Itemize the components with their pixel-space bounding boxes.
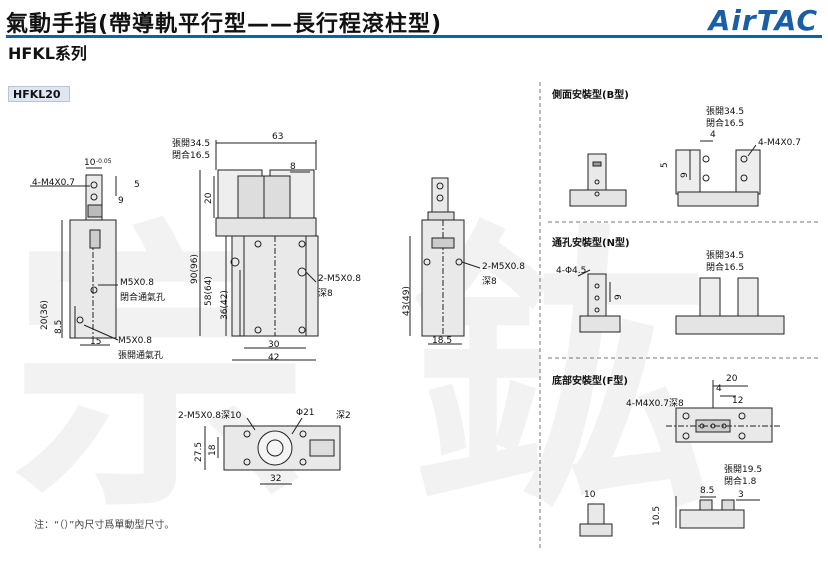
b-thread: 4-M4X0.7 <box>758 138 801 148</box>
f-type-view <box>579 380 782 537</box>
airtac-logo: AirTAC <box>708 4 818 37</box>
f-dim-4: 4 <box>716 384 722 394</box>
footnote: 注：“（）”內尺寸爲單動型尺寸。 <box>34 520 175 531</box>
section-f-type: 底部安裝型(F型) <box>552 376 628 387</box>
f-dim-8-5: 8.5 <box>700 486 715 496</box>
series-title: HFKL系列 <box>8 44 87 63</box>
n-dim-9: 9 <box>614 294 624 300</box>
side-dim-43: 43(49) <box>402 286 412 316</box>
main-dim-20: 20 <box>204 192 214 204</box>
front-port-open-label: 張開通氣孔 <box>118 351 164 361</box>
front-dim-8-5: 8.5 <box>54 319 64 334</box>
main-dim-30: 30 <box>268 340 280 350</box>
side-dim-18-5: 18.5 <box>432 336 453 346</box>
n-open: 張開34.5 <box>706 251 745 261</box>
front-port-open: M5X0.8 <box>118 336 152 346</box>
model-badge: HFKL20 <box>8 86 70 102</box>
front-dim-5: 5 <box>134 180 140 190</box>
main-depth: 深8 <box>318 289 333 299</box>
main-dim-90: 90(96) <box>190 254 200 284</box>
b-dim-5: 5 <box>660 162 670 168</box>
main-dim-58: 58(64) <box>204 276 214 306</box>
main-view <box>199 140 319 361</box>
main-dim-63: 63 <box>272 132 284 142</box>
n-close: 閉合16.5 <box>706 263 745 273</box>
front-thread-label: 4-M4X0.7 <box>32 178 75 188</box>
side-ports: 2-M5X0.8 <box>482 262 525 272</box>
n-type-view <box>577 269 785 335</box>
f-close: 閉合1.8 <box>724 477 757 487</box>
technical-drawing <box>30 82 820 548</box>
b-type-view <box>569 140 761 207</box>
main-ports: 2-M5X0.8 <box>318 274 361 284</box>
front-dim-9: 9 <box>118 196 124 206</box>
f-dim-3: 3 <box>738 490 744 500</box>
main-dim-8: 8 <box>290 162 296 172</box>
front-dim-10: 10 <box>84 158 96 168</box>
bottom-view <box>204 417 341 485</box>
side-view <box>409 177 481 345</box>
front-view <box>30 167 119 346</box>
bottom-dim-18: 18 <box>208 444 218 456</box>
side-depth: 深8 <box>482 277 497 287</box>
f-dim-10: 10 <box>584 490 596 500</box>
b-dim-9: 9 <box>680 172 690 178</box>
front-port-close-label: 閉合通氣孔 <box>120 293 166 303</box>
f-dim-12: 12 <box>732 396 744 406</box>
bottom-bore-depth: 深2 <box>336 411 351 421</box>
bottom-ports: 2-M5X0.8深10 <box>178 411 242 421</box>
section-n-type: 通孔安裝型(N型) <box>552 238 630 249</box>
main-close-label: 閉合16.5 <box>172 151 211 161</box>
front-port-close: M5X0.8 <box>120 278 154 288</box>
bottom-bore: Φ21 <box>296 408 315 418</box>
f-dim-10-5: 10.5 <box>652 505 662 526</box>
page-title: 氣動手指(帶導軌平行型——長行程滾柱型) <box>6 12 443 37</box>
bottom-dim-27-5: 27.5 <box>194 441 204 462</box>
b-dim-4: 4 <box>710 130 716 140</box>
catalog-page: { "header": { "title": "氣動手指(帶導軌平行型——長行程… <box>6 4 822 548</box>
main-open-label: 張開34.5 <box>172 139 211 149</box>
b-open: 張開34.5 <box>706 107 745 117</box>
b-close: 閉合16.5 <box>706 119 745 129</box>
front-dim-20-36: 20(36) <box>40 300 50 330</box>
header-rule <box>6 35 822 38</box>
front-dim-10-tol: -0.05 <box>96 158 112 165</box>
bottom-dim-32: 32 <box>270 474 282 484</box>
front-dim-15: 15 <box>90 337 102 347</box>
f-dim-20: 20 <box>726 374 738 384</box>
section-b-type: 側面安裝型(B型) <box>552 90 629 101</box>
f-thread: 4-M4X0.7深8 <box>626 399 684 409</box>
main-dim-42: 42 <box>268 353 280 363</box>
n-holes: 4-Φ4.5 <box>556 266 587 276</box>
f-open: 張開19.5 <box>724 465 763 475</box>
main-dim-36: 36(42) <box>220 290 230 320</box>
